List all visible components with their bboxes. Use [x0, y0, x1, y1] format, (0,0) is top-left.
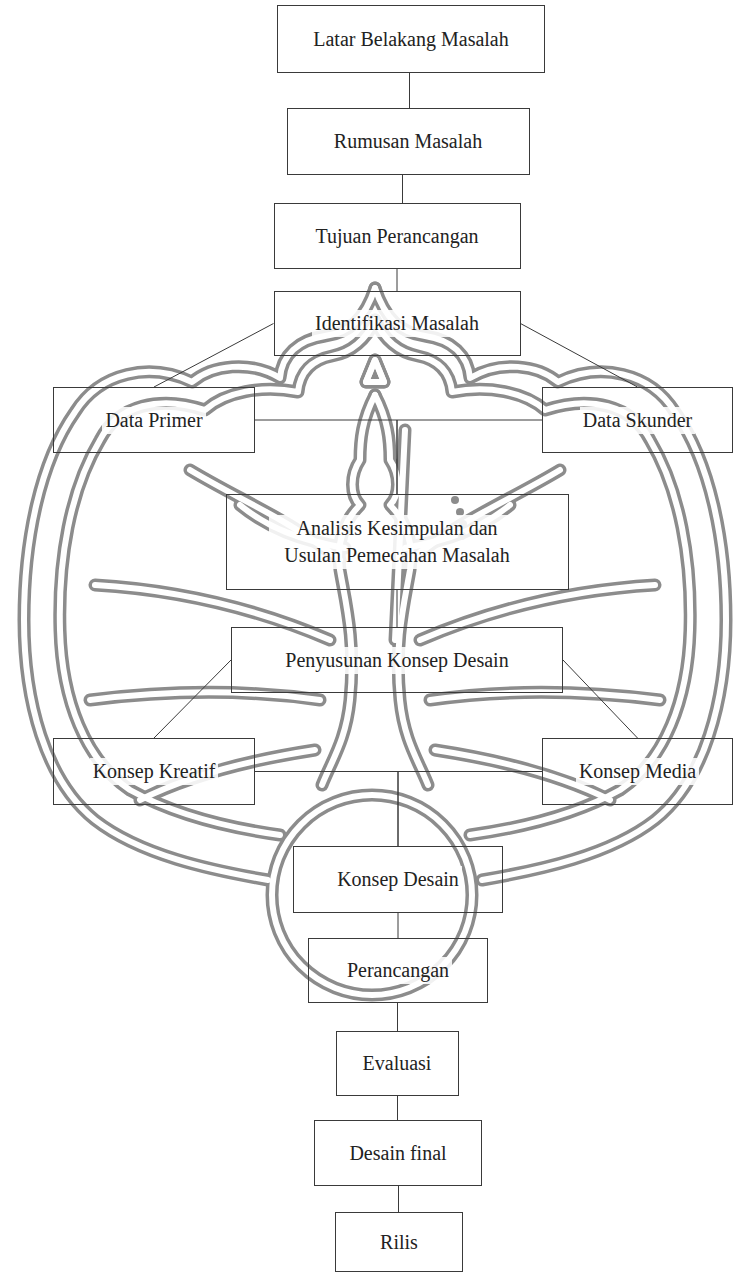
logo-figure: [240, 360, 384, 785]
flow-line: [397, 1096, 398, 1120]
logo-figure: [366, 360, 510, 785]
flow-line: [154, 660, 231, 738]
flow-line: [154, 324, 274, 388]
flow-line: [563, 660, 638, 738]
process-box: Rilis: [335, 1212, 463, 1272]
box-label: Konsep Kreatif: [90, 758, 219, 785]
flow-line: [397, 1003, 398, 1031]
box-label: Konsep Desain: [334, 866, 462, 893]
process-box: Desain final: [314, 1120, 482, 1186]
flow-line: [409, 73, 410, 108]
box-label: Latar Belakang Masalah: [310, 26, 511, 53]
box-label: Rumusan Masalah: [331, 128, 485, 155]
process-box: Latar Belakang Masalah: [277, 5, 545, 73]
logo-wing: [24, 288, 375, 880]
process-box: Konsep Kreatif: [53, 738, 255, 805]
box-label: Analisis Kesimpulan dan Usulan Pemecahan…: [269, 515, 525, 569]
process-box: Konsep Desain: [293, 846, 503, 913]
logo-bead: [451, 496, 459, 504]
process-box: Perancangan: [308, 938, 488, 1003]
box-label: Identifikasi Masalah: [312, 310, 482, 337]
process-box: Identifikasi Masalah: [274, 291, 521, 356]
logo-ring: [272, 795, 472, 995]
flow-line: [521, 324, 638, 388]
flow-line: [397, 420, 542, 494]
flow-line: [398, 913, 399, 938]
process-box: Konsep Media: [542, 738, 733, 805]
flow-line: [398, 1186, 399, 1212]
process-box: Analisis Kesimpulan dan Usulan Pemecahan…: [226, 494, 569, 590]
logo-ring: [272, 795, 472, 995]
process-box: Data Primer: [53, 387, 255, 453]
flow-line: [398, 772, 542, 847]
process-box: Data Skunder: [542, 387, 733, 453]
flow-line: [397, 590, 398, 627]
logo-wing: [375, 288, 726, 880]
process-box: Evaluasi: [336, 1031, 459, 1096]
logo-figure: [240, 360, 384, 785]
flow-line: [397, 269, 398, 291]
box-label: Perancangan: [344, 957, 452, 984]
logo-figure: [366, 360, 510, 785]
box-label: Data Skunder: [580, 407, 695, 434]
box-label: Evaluasi: [360, 1050, 435, 1077]
process-box: Tujuan Perancangan: [274, 203, 521, 269]
process-box: Penyusunan Konsep Desain: [231, 627, 563, 693]
box-label: Data Primer: [102, 407, 205, 434]
box-label: Rilis: [377, 1229, 421, 1256]
box-label: Tujuan Perancangan: [312, 223, 481, 250]
box-label: Penyusunan Konsep Desain: [282, 647, 511, 674]
box-label: Desain final: [346, 1140, 449, 1167]
flow-line: [255, 772, 398, 847]
box-label: Konsep Media: [576, 758, 699, 785]
flow-line: [402, 175, 403, 203]
flow-line: [255, 420, 397, 494]
process-box: Rumusan Masalah: [287, 108, 530, 175]
